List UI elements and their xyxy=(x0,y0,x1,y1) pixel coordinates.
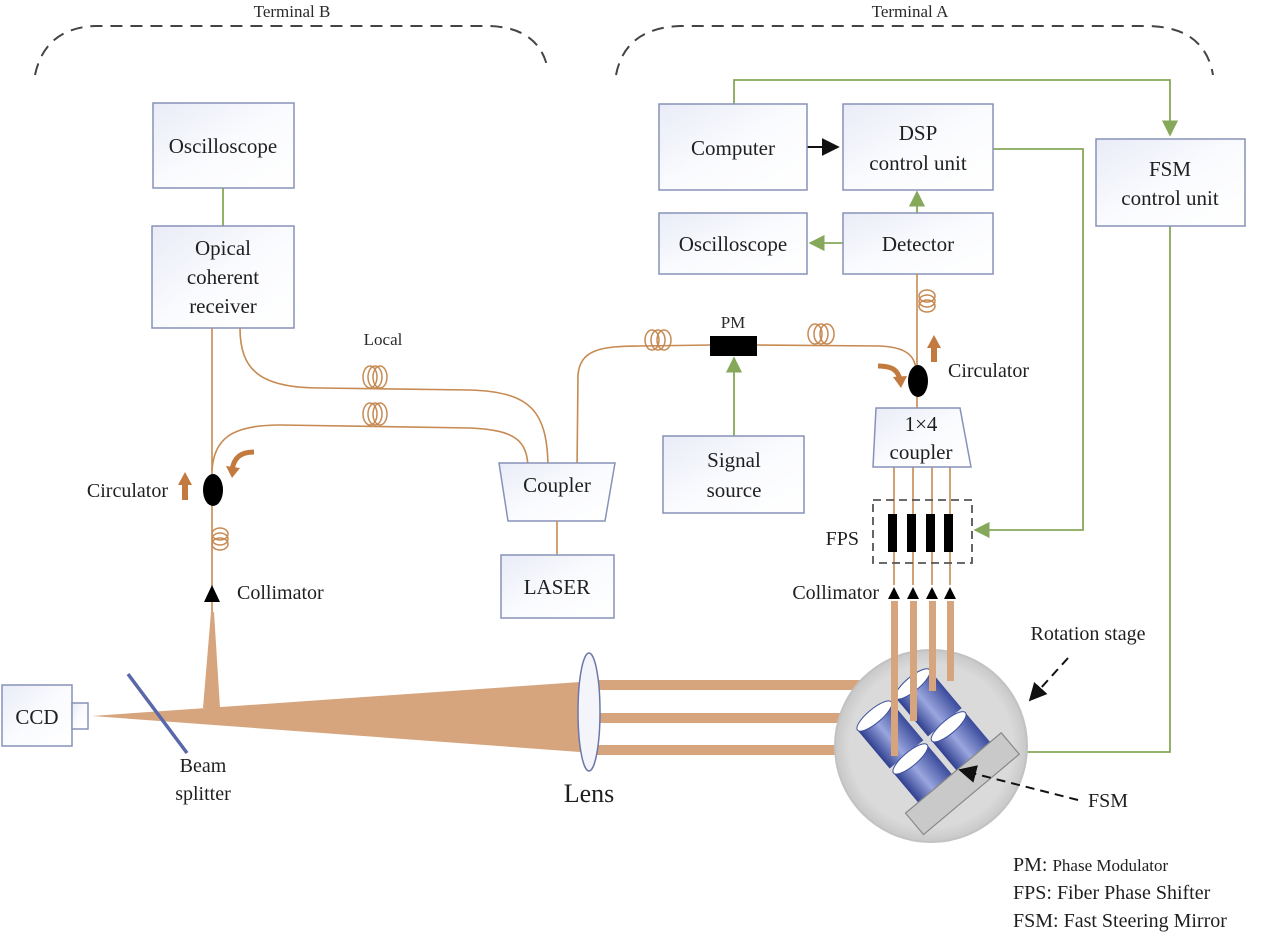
circulator-b xyxy=(203,474,223,506)
svg-text:Opical: Opical xyxy=(195,236,251,260)
collimated-beams-a xyxy=(891,601,954,756)
circulator-b-up-arrow-icon xyxy=(178,472,192,500)
svg-text:control unit: control unit xyxy=(1121,186,1219,210)
svg-text:LASER: LASER xyxy=(524,575,591,599)
collimator-b-label: Collimator xyxy=(237,582,324,604)
circulator-a xyxy=(908,365,928,397)
fsm-control-unit-box: FSM control unit xyxy=(1095,138,1246,227)
fiber-coil-local-2 xyxy=(362,402,388,426)
local-label: Local xyxy=(364,330,403,349)
signal-source-box: Signal source xyxy=(662,435,805,514)
fiber-coil-detector xyxy=(918,289,936,313)
svg-text:Signal: Signal xyxy=(707,448,761,472)
terminal-b-bracket: Terminal B xyxy=(34,2,549,76)
detector-box: Detector xyxy=(842,212,994,275)
terminal-a-bracket: Terminal A xyxy=(615,2,1214,76)
coupler-1x4-box: 1×4 coupler xyxy=(872,407,972,468)
terminal-b-label: Terminal B xyxy=(254,2,331,21)
circulator-a-up-arrow-icon xyxy=(927,335,941,362)
fsm-pointer xyxy=(958,765,1079,801)
pm-label: PM xyxy=(721,313,746,332)
computer-box: Computer xyxy=(658,103,808,191)
rotation-stage-label: Rotation stage xyxy=(1031,623,1146,645)
legend-item-fsm: FSM: Fast Steering Mirror xyxy=(1013,910,1227,932)
svg-text:control unit: control unit xyxy=(869,151,967,175)
ccd-camera: CCD xyxy=(1,684,89,747)
coupler-box: Coupler xyxy=(498,462,616,522)
circulator-b-curved-arrow-icon xyxy=(229,449,255,471)
svg-text:1×4: 1×4 xyxy=(905,412,938,436)
svg-text:source: source xyxy=(707,478,762,502)
oscilloscope-b-box: Oscilloscope xyxy=(152,102,295,189)
circulator-b-arrowhead-icon xyxy=(226,466,240,478)
svg-text:coupler: coupler xyxy=(890,440,953,464)
fiber-network-b xyxy=(211,327,713,660)
legend-item-pm: PM: Phase Modulator xyxy=(1013,854,1168,876)
fiber-network-a xyxy=(756,274,951,585)
beam-splitter-label: Beam xyxy=(180,755,227,777)
dsp-control-unit-box: DSP control unit xyxy=(842,103,994,191)
collimator-b-icon xyxy=(204,585,220,602)
oscilloscope-a-box: Oscilloscope xyxy=(658,212,808,275)
svg-text:Oscilloscope: Oscilloscope xyxy=(679,232,787,256)
beam-splitter xyxy=(126,672,189,755)
phase-modulator xyxy=(710,336,757,356)
lens xyxy=(577,652,601,772)
svg-text:Oscilloscope: Oscilloscope xyxy=(169,134,277,158)
svg-text:Detector: Detector xyxy=(882,232,954,256)
fiber-coil-b-lower xyxy=(211,527,229,551)
fiber-phase-shifter-array xyxy=(872,499,973,564)
coherent-receiver-box: Opical coherent receiver xyxy=(151,225,295,329)
fast-steering-mirror xyxy=(904,731,1021,836)
free-space-beam xyxy=(92,612,933,755)
fps-label: FPS xyxy=(826,528,859,550)
fiber-coil-pm-left xyxy=(644,329,672,351)
svg-text:Computer: Computer xyxy=(691,136,775,160)
collimator-a-label: Collimator xyxy=(792,582,879,604)
control-lines xyxy=(725,79,1179,761)
fiber-coil-local-1 xyxy=(362,365,388,389)
laser-box: LASER xyxy=(500,554,615,619)
svg-text:DSP: DSP xyxy=(899,121,938,145)
fsm-label: FSM xyxy=(1088,790,1128,812)
svg-text:Coupler: Coupler xyxy=(523,473,591,497)
rotation-stage-pointer xyxy=(1028,657,1069,702)
fiber-coil-pm-right xyxy=(807,323,835,345)
lens-label: Lens xyxy=(564,779,615,808)
circulator-a-label: Circulator xyxy=(948,360,1029,382)
circulator-b-label: Circulator xyxy=(87,480,168,502)
terminal-a-label: Terminal A xyxy=(872,2,949,21)
svg-text:receiver: receiver xyxy=(189,294,257,318)
collimator-a-array-icon xyxy=(888,587,956,599)
legend: PM: Phase Modulator FPS: Fiber Phase Shi… xyxy=(1013,854,1227,932)
svg-text:CCD: CCD xyxy=(15,705,58,729)
svg-text:FSM: FSM xyxy=(1149,157,1191,181)
circulator-a-arrowhead-icon xyxy=(893,376,907,388)
legend-item-fps: FPS: Fiber Phase Shifter xyxy=(1013,882,1211,904)
svg-text:coherent: coherent xyxy=(187,265,259,289)
beam-splitter-label-2: splitter xyxy=(175,783,231,805)
